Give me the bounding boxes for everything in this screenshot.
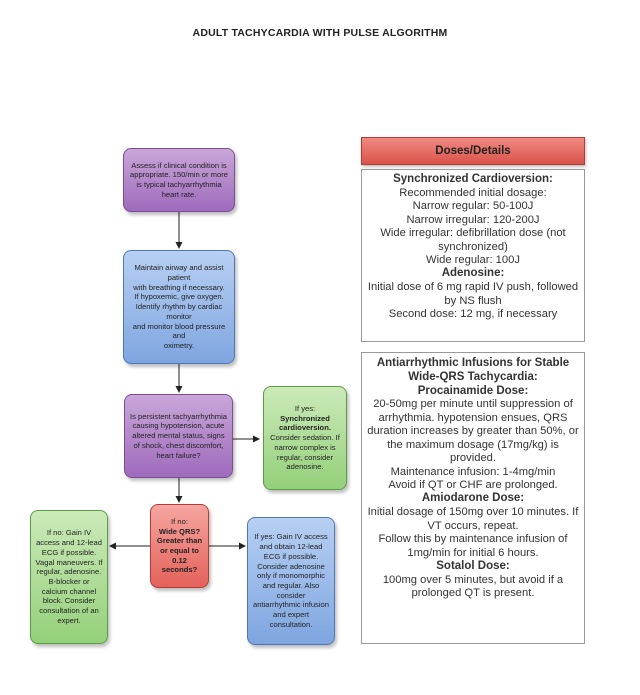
adenosine-heading: Adenosine: — [441, 267, 505, 280]
maintain-line: with breathing if necessary. — [133, 282, 225, 292]
sync-dose-line: Narrow irregular: 120-200J — [406, 213, 540, 226]
assess-box: Assess if clinical condition is appropri… — [123, 148, 235, 212]
sync-if-label: If yes: — [294, 403, 316, 413]
sync-dose-line: Narrow regular: 50-100J — [412, 200, 534, 213]
sotalol-heading: Sotalol Dose: — [436, 560, 510, 572]
maintain-line: and monitor blood pressure and — [132, 321, 226, 341]
persistent-text: Is persistent tachyarrhythmia causing hy… — [129, 411, 228, 460]
wide-if-label: If no: — [171, 516, 188, 526]
sync-dose-line: Wide regular: 100J — [426, 253, 520, 266]
procainamide-heading: Procainamide Dose: — [417, 384, 529, 397]
doses-header: Doses/Details — [361, 137, 585, 165]
adenosine-dose-line: Second dose: 12 mg, if necessary — [388, 308, 558, 321]
yes-wide-qrs-box: If yes: Gain IV access and obtain 12-lea… — [247, 517, 335, 645]
sync-dose-line: Wide irregular: defibrillation dose (not… — [380, 227, 566, 253]
synchronized-cardioversion-box: If yes: Synchronized cardioversion. Cons… — [263, 386, 347, 490]
sync-dose-line: Recommended initial dosage: — [399, 186, 547, 199]
assess-text: Assess if clinical condition is appropri… — [130, 160, 228, 199]
sync-detail-text: Consider sedation. If narrow complex is … — [270, 433, 340, 472]
wide-qrs-question: Wide QRS? Greater than or equal to 0.12 … — [156, 526, 203, 575]
maintain-line: If hypoxemic, give oxygen. — [134, 292, 224, 302]
persistent-tachyarrhythmia-box: Is persistent tachyarrhythmia causing hy… — [124, 394, 233, 478]
maintain-line: oximetry. — [163, 341, 195, 351]
procainamide-line: 20-50mg per minute until suppression of … — [367, 398, 579, 465]
no-wide-qrs-box: If no: Gain IV access and 12-lead ECG if… — [30, 510, 108, 644]
adenosine-dose-line: Initial dose of 6 mg rapid IV push, foll… — [367, 281, 579, 307]
cardioversion-adenosine-panel: Synchronized Cardioversion: Recommended … — [361, 169, 585, 342]
wide-qrs-box: If no: Wide QRS? Greater than or equal t… — [150, 504, 209, 588]
sync-cardioversion-heading: Synchronized Cardioversion: — [393, 173, 553, 185]
amiodarone-line: Initial dosage of 150mg over 10 minutes.… — [367, 506, 579, 532]
antiarrhythmic-infusion-panel: Antiarrhythmic Infusions for Stable Wide… — [361, 352, 585, 644]
no-wide-text: If no: Gain IV access and 12-lead ECG if… — [35, 528, 103, 625]
amiodarone-line: Follow this by maintenance infusion of 1… — [378, 533, 568, 559]
page-title: ADULT TACHYCARDIA WITH PULSE ALGORITHM — [192, 27, 448, 39]
sotalol-line: 100mg over 5 minutes, but avoid if a pro… — [382, 573, 564, 600]
amiodarone-heading: Amiodarone Dose: — [421, 492, 525, 505]
yes-wide-text: If yes: Gain IV access and obtain 12-lea… — [253, 532, 329, 629]
sync-bold-text: Synchronized cardioversion. — [279, 413, 331, 433]
maintain-line: Identify rhythm by cardiac monitor — [135, 302, 223, 321]
maintain-airway-box: Maintain airway and assist patient with … — [123, 250, 235, 364]
maintain-line: Maintain airway and assist patient — [134, 263, 224, 282]
procainamide-line: Avoid if QT or CHF are prolonged. — [388, 479, 558, 492]
procainamide-line: Maintenance infusion: 1-4mg/min — [390, 465, 556, 478]
infusion-heading: Antiarrhythmic Infusions for Stable Wide… — [376, 357, 570, 383]
